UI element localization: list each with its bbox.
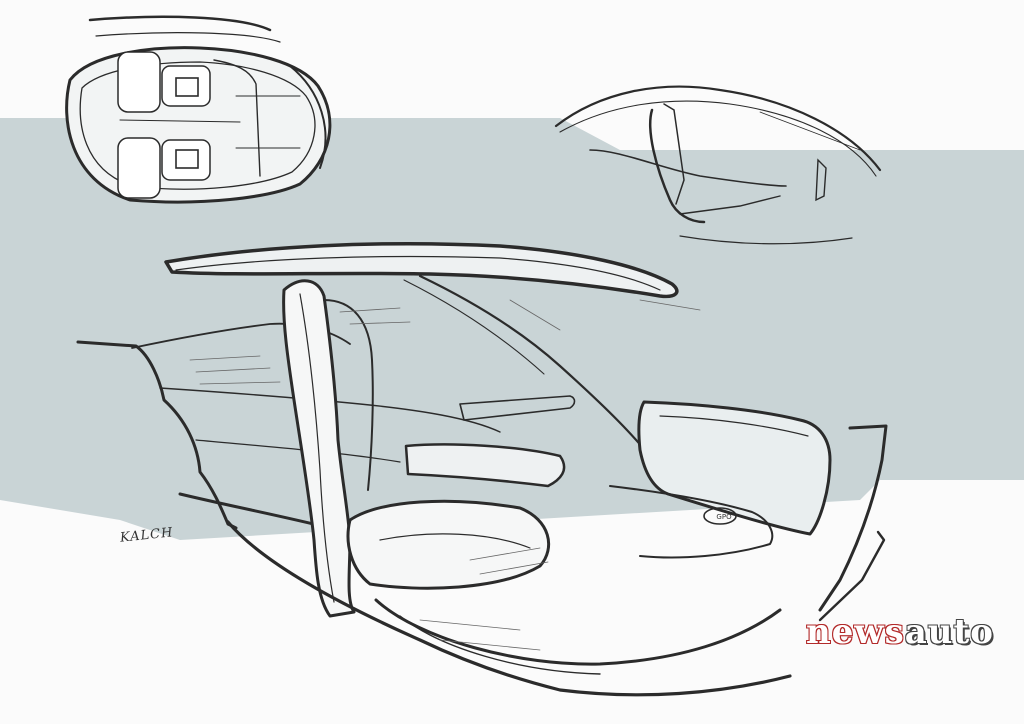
watermark-part-news: news <box>805 611 905 653</box>
watermark-part-auto: auto <box>904 612 994 652</box>
plan-view-sketch <box>65 15 332 204</box>
main-interior-sketch <box>76 241 888 697</box>
background-band-light <box>560 60 1024 150</box>
console-badge-text: GPO <box>716 513 732 521</box>
console-badge-icon: GPO <box>716 513 732 521</box>
newsauto-watermark: newsauto <box>805 611 994 653</box>
side-view-sketch <box>554 85 882 245</box>
